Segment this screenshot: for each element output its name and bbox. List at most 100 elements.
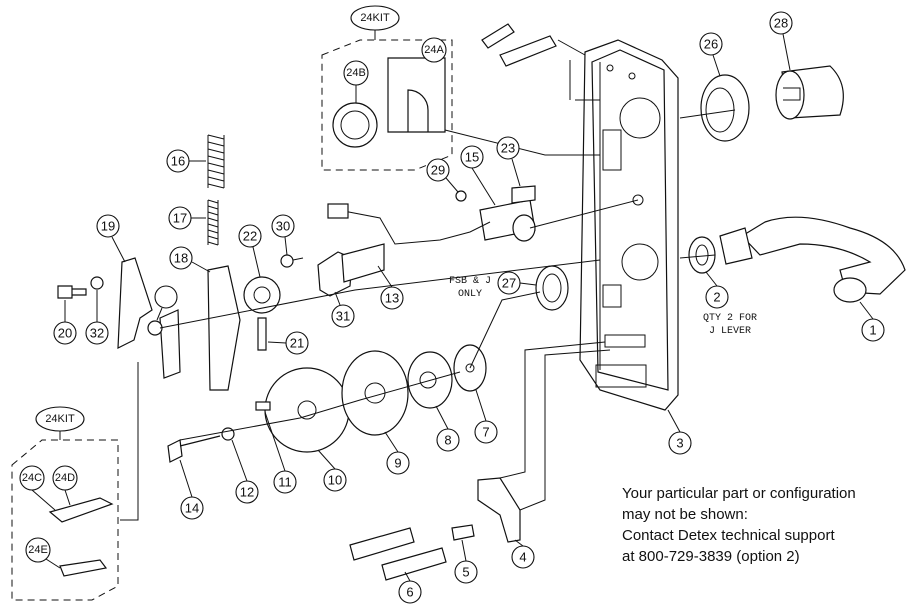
part-20-screw xyxy=(57,285,87,299)
callout-19: 19 xyxy=(96,214,120,238)
callout-30: 31 xyxy=(331,304,355,328)
callout-28-label: 29 xyxy=(431,163,445,178)
kit-label-top: 24KIT xyxy=(350,5,400,31)
part-16-spring xyxy=(207,134,225,189)
part-24a-plate xyxy=(387,57,446,133)
callout-25-label: 26 xyxy=(704,37,718,52)
callout-16: 16 xyxy=(166,149,190,173)
callout-24a-label: 24A xyxy=(424,44,444,56)
callout-6: 6 xyxy=(398,580,422,604)
callout-24e: 24E xyxy=(25,537,51,563)
qty-note-line2: J LEVER xyxy=(709,326,751,337)
callout-26-label: 27 xyxy=(502,276,516,291)
part-6-standoff-a xyxy=(349,527,415,561)
callout-31-label: 32 xyxy=(90,326,104,341)
callout-5-label: 5 xyxy=(462,565,469,580)
callout-29: 30 xyxy=(271,214,295,238)
callout-13-label: 13 xyxy=(385,291,399,306)
standoffs-top xyxy=(481,23,586,67)
callout-7: 7 xyxy=(474,420,498,444)
housing-body xyxy=(579,39,679,411)
callout-29-label: 30 xyxy=(276,219,290,234)
part-21-screw xyxy=(257,317,267,351)
wire-harness xyxy=(327,207,491,245)
part-19-flange xyxy=(159,309,181,379)
callout-18: 18 xyxy=(169,246,193,270)
fsb-note-line1: FSB & J xyxy=(449,276,491,287)
callout-2: 2 xyxy=(705,285,729,309)
qty-note-line1: QTY 2 FOR xyxy=(703,313,757,324)
callout-1: 1 xyxy=(861,318,885,342)
part-18-slide xyxy=(207,265,241,391)
support-note-line4: at 800-729-3839 (option 2) xyxy=(622,548,800,565)
callout-17-label: 17 xyxy=(173,211,187,226)
top-kit-box xyxy=(321,30,453,171)
callout-32 xyxy=(154,285,178,309)
callout-11-label: 11 xyxy=(278,475,292,490)
part-11-key xyxy=(255,401,271,411)
part-26-nut xyxy=(535,265,569,311)
part-27-cylinder xyxy=(775,65,844,120)
callout-10: 10 xyxy=(323,468,347,492)
part-5-screw xyxy=(451,524,475,541)
kit-label-top-text: 24KIT xyxy=(360,12,390,24)
callout-23-label: 23 xyxy=(501,141,515,156)
callout-24b-label: 24B xyxy=(346,67,366,79)
connector xyxy=(327,203,349,219)
callout-22: 22 xyxy=(238,224,262,248)
callout-28: 29 xyxy=(426,158,450,182)
callout-17: 17 xyxy=(168,206,192,230)
callout-4-label: 4 xyxy=(519,550,526,565)
part-24e-bar xyxy=(59,559,108,577)
callout-1-label: 1 xyxy=(869,323,876,338)
part-10-cam xyxy=(264,367,350,453)
part-1-lever-handle xyxy=(719,216,906,303)
callout-15-label: 15 xyxy=(465,150,479,165)
kit-label-bottom-text: 24KIT xyxy=(45,413,75,425)
part-28-screw xyxy=(455,190,467,202)
callout-14: 14 xyxy=(180,496,204,520)
callout-4: 4 xyxy=(511,545,535,569)
callout-13: 13 xyxy=(380,286,404,310)
callout-18-label: 18 xyxy=(174,251,188,266)
callout-24c: 24C xyxy=(19,465,45,491)
callout-12-label: 12 xyxy=(240,485,254,500)
callout-27-label: 28 xyxy=(774,16,788,31)
part-24d-tailpiece xyxy=(48,497,114,523)
callout-21: 21 xyxy=(285,331,309,355)
callout-24a: 24A xyxy=(421,37,447,63)
part-4-bracket xyxy=(477,477,521,543)
callout-6-label: 6 xyxy=(406,585,413,600)
callout-19-label: 19 xyxy=(101,219,115,234)
callout-3-label: 3 xyxy=(676,436,683,451)
callout-26: 27 xyxy=(497,271,521,295)
callout-16-label: 16 xyxy=(171,154,185,169)
part-9-hub xyxy=(341,350,409,436)
kit-label-bottom: 24KIT xyxy=(35,406,85,432)
callout-20: 20 xyxy=(53,321,77,345)
callout-15: 15 xyxy=(460,145,484,169)
callout-24b: 24B xyxy=(343,60,369,86)
fsb-note-line2: ONLY xyxy=(458,289,482,300)
part-14-screw xyxy=(167,435,221,463)
callout-24d-label: 24D xyxy=(55,472,75,484)
part-17-spring xyxy=(207,199,219,246)
part-29-screw xyxy=(280,254,304,268)
callout-23: 23 xyxy=(496,136,520,160)
bottom-kit-box xyxy=(11,430,119,601)
callout-20-label: 20 xyxy=(58,326,72,341)
callout-7-label: 7 xyxy=(482,425,489,440)
support-note-line3: Contact Detex technical support xyxy=(622,527,835,544)
callout-31: 32 xyxy=(85,321,109,345)
callout-10-label: 10 xyxy=(328,473,342,488)
callout-24e-label: 24E xyxy=(28,544,48,556)
part-24b-nut xyxy=(332,102,378,148)
part-12-washer xyxy=(221,427,235,441)
part-32-pin xyxy=(147,320,163,336)
part-15-solenoid xyxy=(479,199,536,242)
callout-12: 12 xyxy=(235,480,259,504)
callout-8-label: 8 xyxy=(444,433,451,448)
part-23-bracket xyxy=(511,185,536,204)
callout-30-label: 31 xyxy=(336,309,350,324)
